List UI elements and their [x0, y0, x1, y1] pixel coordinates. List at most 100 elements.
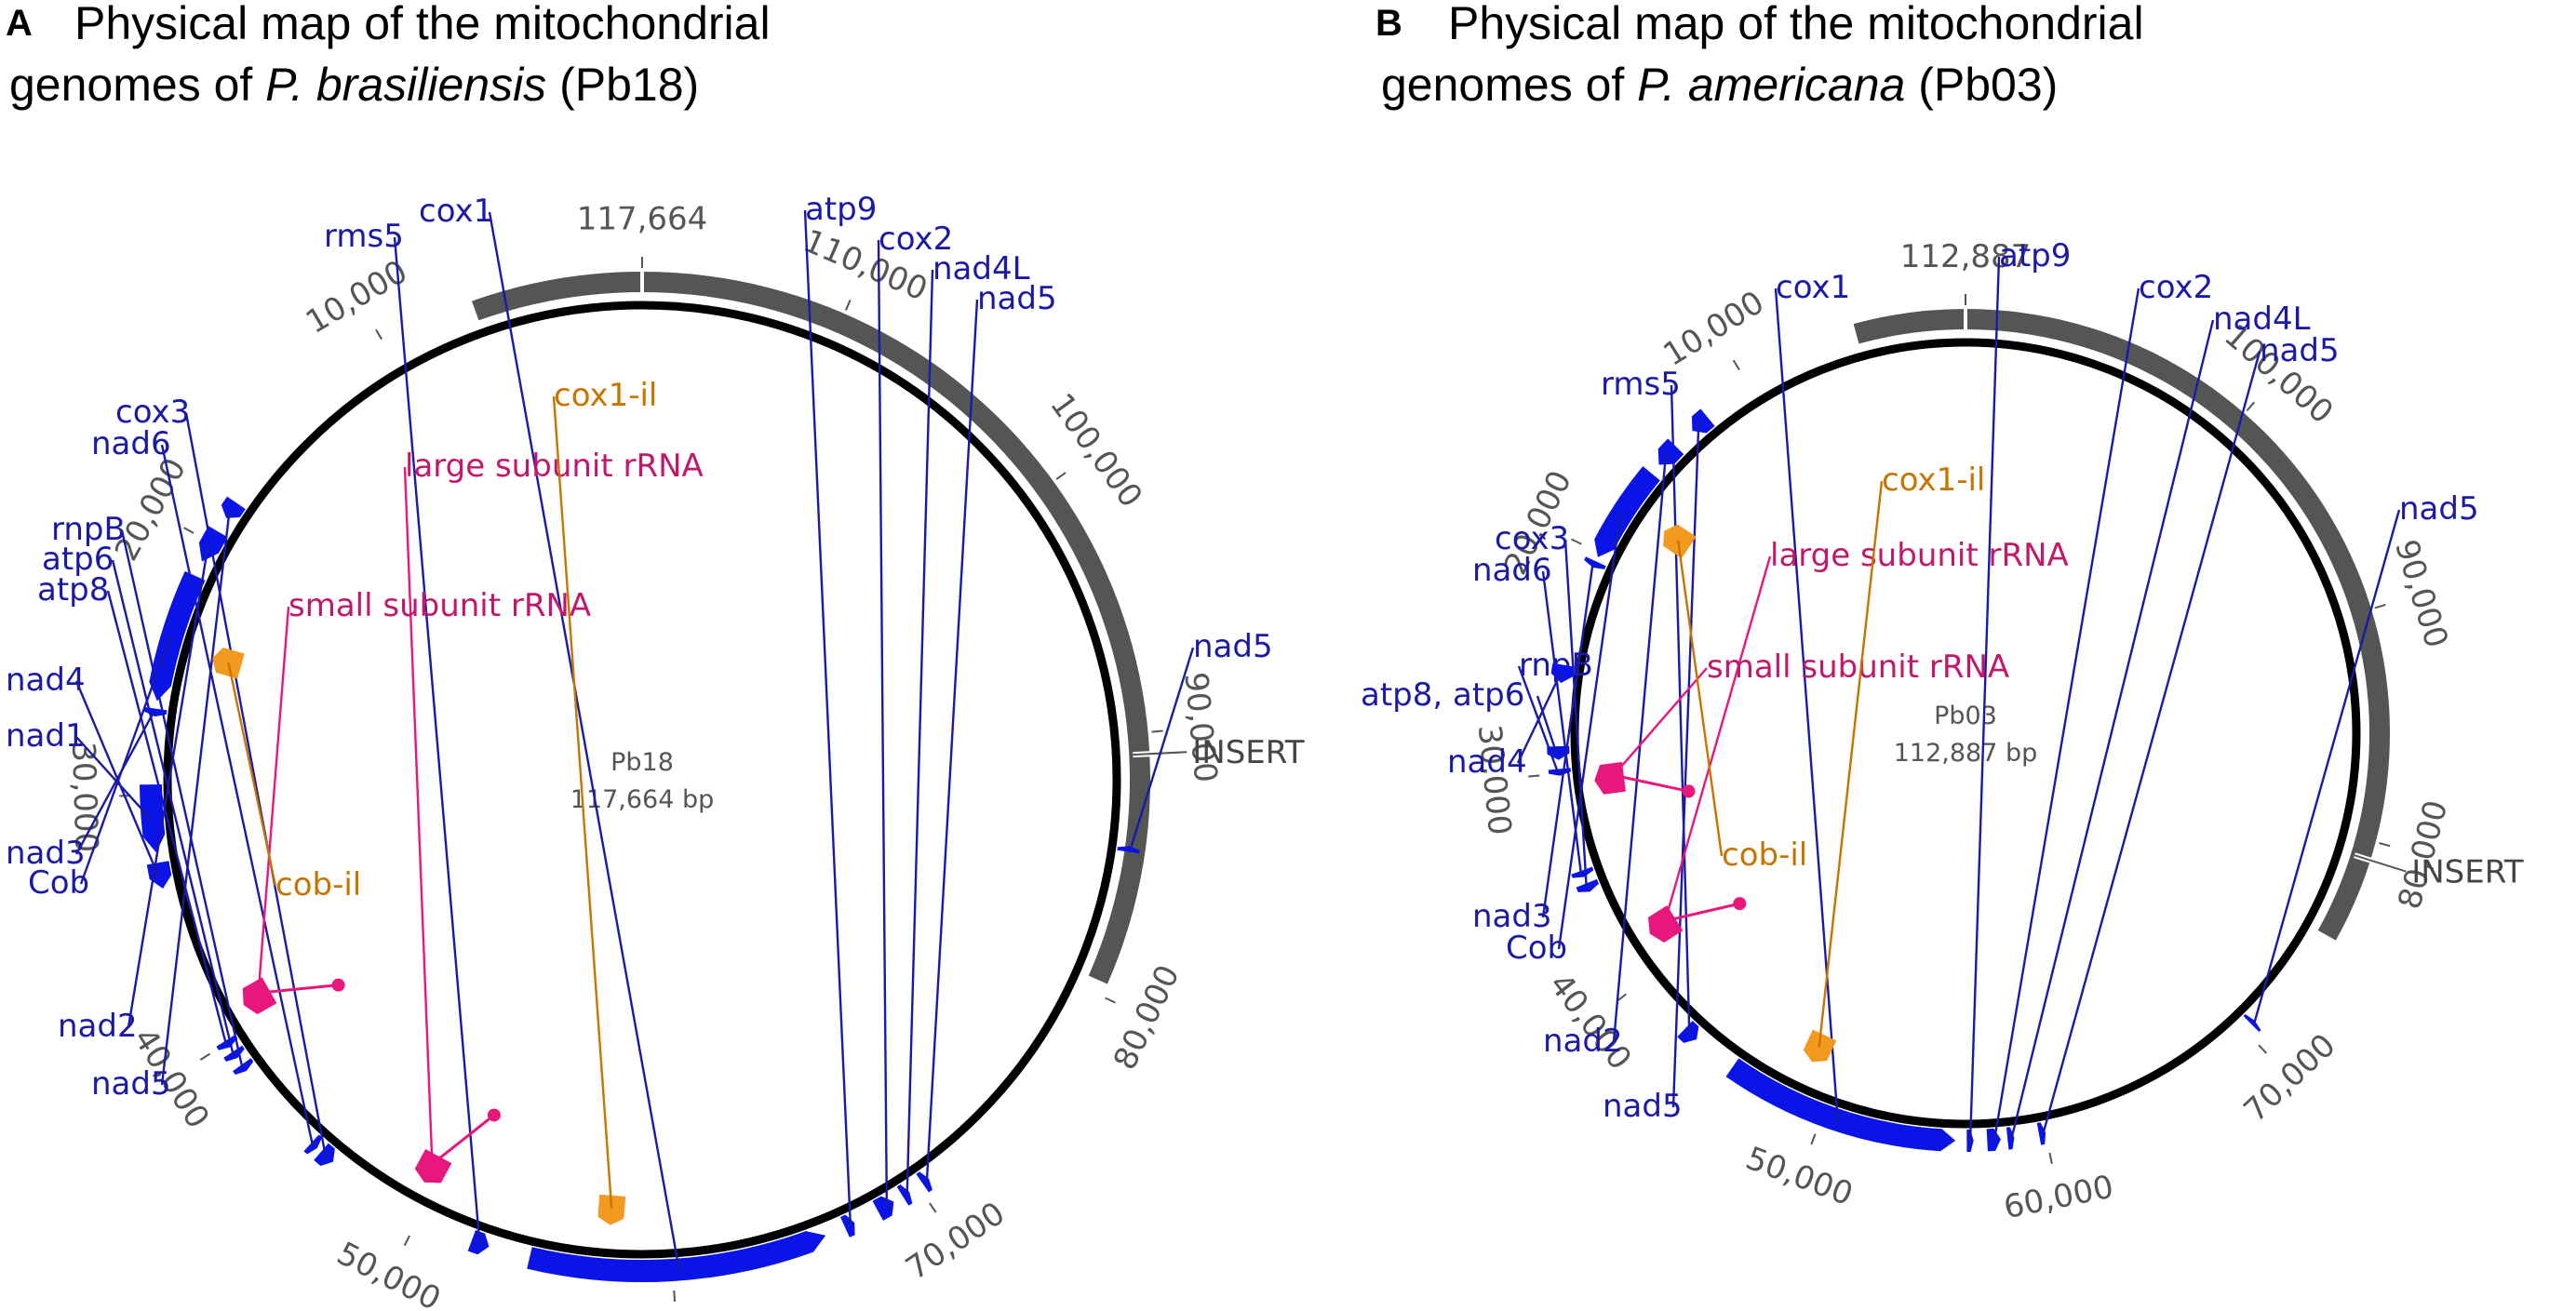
- gene-atp8-atp6-pb03-9: [1547, 745, 1570, 760]
- gene-cob-pb18-14-leader: [79, 635, 171, 885]
- tick-mark-pb03-1: [1571, 538, 1582, 545]
- gene-nad4-pb18-11-label: nad4: [6, 662, 86, 699]
- gene-cox2-pb18-2-label: cox2: [879, 221, 953, 258]
- gene-atp6-pb18-9-leader: [111, 559, 235, 1057]
- gene-atp8-pb18-10-leader: [106, 590, 228, 1046]
- gene-large-subunit-rrna-pb03-16: [1647, 905, 1684, 943]
- tick-mark-pb18-1: [183, 527, 195, 534]
- tick-mark-pb03-6: [2258, 1044, 2268, 1054]
- gene-rms5-pb03-5-leader: [1670, 384, 1691, 1036]
- tick-mark-pb18-10: [844, 300, 852, 311]
- gene-nad4-pb03-10-leader: [1516, 673, 1562, 764]
- gene-cob-il-pb18-21-label: cob-il: [275, 866, 361, 903]
- gene-nad5-pb03-15-leader: [2253, 509, 2401, 1024]
- tick-label-pb03-8: 90,000: [2387, 535, 2455, 651]
- gene-nad4-pb03-10-label: nad4: [1447, 743, 1527, 781]
- gene-nad4l-pb03-3: [2006, 1127, 2015, 1150]
- gene-nad5-pb03-14: [1691, 408, 1715, 434]
- panel-letter-a: A: [6, 3, 33, 44]
- gene-nad4l-pb03-3-label: nad4L: [2213, 301, 2311, 338]
- tick-mark-pb18-0: [375, 328, 382, 341]
- genome-map-pb03: Pb03 112,887 bp 10,00020,00030,00040,000…: [1361, 237, 2524, 1226]
- gene-cox1-pb18-0-label: cox1: [419, 193, 493, 230]
- tick-mark-pb18-7: [1105, 997, 1116, 1004]
- gene-nad5-pb18-4-leader: [925, 299, 979, 1183]
- gene-cob-il-pb03-19-label: cob-il: [1722, 836, 1807, 874]
- gene-nad3-pb03-11-leader: [1541, 563, 1594, 918]
- tick-mark-pb03-3: [1617, 993, 1627, 1002]
- gene-cox1-il-pb03-18-label: cox1-il: [1882, 462, 1985, 499]
- tick-mark-pb03-9: [2246, 401, 2256, 412]
- gene-nad6-pb03-7-leader: [1541, 570, 1583, 875]
- gene-cox3-pb03-6-leader: [1563, 539, 1588, 889]
- tick-mark-pb03-2: [1528, 774, 1540, 778]
- genome-map-pb18: Pb18 117,664 bp 10,00020,00030,00040,000…: [6, 191, 1305, 1311]
- insert-regions-pb03: INSERT: [1853, 307, 2524, 941]
- panel-a-title-line1: Physical map of the mitochondrial: [74, 0, 771, 49]
- gene-nad4l-pb18-3-leader: [906, 269, 934, 1197]
- gene-nad3-pb03-11: [1584, 556, 1606, 569]
- gene-nad5-pb18-16-leader: [160, 509, 231, 1086]
- gene-atp8-pb18-10: [216, 1035, 238, 1050]
- gene-nad5-pb03-15: [2243, 1013, 2261, 1033]
- gene-nad4-pb18-11: [146, 861, 172, 889]
- gene-atp9-pb18-1: [839, 1214, 855, 1237]
- gene-atp8-atp6-pb03-9-label: atp8, atp6: [1361, 676, 1524, 714]
- tick-mark-pb18-6: [929, 1202, 937, 1213]
- gene-small-subunit-rrna-pb03-17-leader: [1610, 667, 1708, 780]
- gene-small-subunit-rrna-pb18-19-pointer: [258, 983, 339, 995]
- panel-b-title-line2: genomes of P. americana (Pb03): [1381, 59, 2058, 111]
- gene-cox1-pb03-0: [1725, 1058, 1956, 1152]
- gene-nad6-pb18-7-label: nad6: [91, 425, 171, 462]
- gene-large-subunit-rrna-pb18-18-pointer-head: [487, 1108, 501, 1122]
- panel-a-title-line2: genomes of P. brasiliensis (Pb18): [9, 59, 699, 111]
- gene-nad2-pb18-15-label: nad2: [58, 1008, 138, 1045]
- gene-cox1-pb03-0-label: cox1: [1776, 269, 1850, 306]
- gene-atp9-pb03-1-label: atp9: [1999, 237, 2071, 274]
- gene-cox1-il-pb18-20-leader: [552, 395, 613, 1209]
- panel-a-species-name: P. brasiliensis: [265, 59, 546, 111]
- gene-nad6-pb03-7: [1571, 866, 1594, 878]
- gene-rms5-pb03-5: [1677, 1020, 1699, 1043]
- insert-band-pb03-1: [1853, 309, 1966, 344]
- gene-cob-pb18-14-label: Cob: [28, 864, 89, 902]
- gene-cob-il-pb03-19-leader: [1676, 540, 1724, 857]
- panel-b-strain: (Pb03): [1905, 59, 2058, 111]
- gene-nad6-pb03-7-label: nad6: [1472, 552, 1552, 589]
- gene-nad4l-pb18-3: [896, 1184, 913, 1206]
- gene-nad5-pb03-4: [2036, 1122, 2046, 1145]
- gene-cox1-il-pb18-20-label: cox1-il: [554, 377, 657, 414]
- gene-nad6-pb18-7-leader: [160, 444, 315, 1147]
- center-name-pb03: Pb03: [1934, 702, 1997, 730]
- gene-rms5-pb18-5-leader: [393, 236, 481, 1246]
- panel-b-title-line1: Physical map of the mitochondrial: [1448, 0, 2144, 49]
- tick-label-pb18-1: 20,000: [108, 452, 194, 568]
- panel-letter-b: B: [1375, 3, 1402, 44]
- gene-cob-il-pb03-19: [1663, 524, 1697, 559]
- gene-nad2-pb03-13-leader: [1612, 454, 1668, 1043]
- center-size-pb18: 117,664 bp: [570, 785, 715, 814]
- gene-nad5-pb18-16: [221, 496, 246, 518]
- tick-label-pb03-10: 112,887: [1900, 238, 2032, 275]
- tick-mark-pb03-7: [2379, 842, 2391, 848]
- gene-large-subunit-rrna-pb18-18-label: large subunit rRNA: [405, 448, 704, 485]
- gene-large-subunit-rrna-pb18-18-pointer: [431, 1114, 495, 1166]
- tick-mark-pb18-4: [403, 1235, 411, 1247]
- gene-atp9-pb18-1-leader: [803, 209, 852, 1227]
- gene-large-subunit-rrna-pb03-16-leader: [1662, 555, 1772, 926]
- gene-nad3-pb03-11-label: nad3: [1472, 898, 1552, 935]
- tick-mark-pb18-9: [1055, 472, 1067, 480]
- gene-cox1-pb18-0-leader: [488, 211, 681, 1272]
- gene-atp9-pb03-1-leader: [1968, 256, 2001, 1144]
- gene-nad5-pb18-16-label: nad5: [91, 1065, 171, 1103]
- tick-label-pb18-4: 50,000: [331, 1235, 447, 1311]
- panel-b-title-prefix: genomes of: [1381, 59, 1637, 111]
- tick-label-pb18-11: 117,664: [577, 201, 708, 238]
- gene-nad2-pb18-15-leader: [127, 545, 209, 1028]
- genome-backbone-pb03: [1570, 338, 2361, 1129]
- gene-small-subunit-rrna-pb03-17-label: small subunit rRNA: [1707, 649, 2009, 686]
- gene-small-subunit-rrna-pb18-19-label: small subunit rRNA: [288, 587, 591, 624]
- gene-nad5-pb18-4: [916, 1171, 932, 1193]
